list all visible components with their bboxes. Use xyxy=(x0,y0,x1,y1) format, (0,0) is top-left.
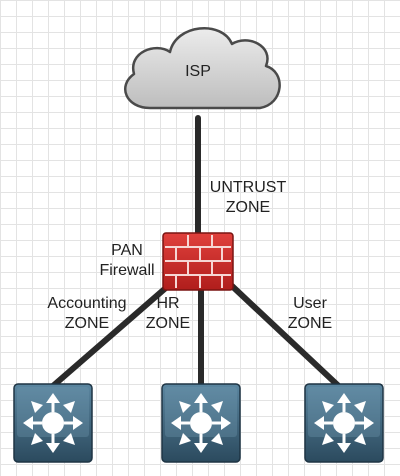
firewall-label-line1: PAN xyxy=(111,242,143,259)
firewall-label: PAN Firewall xyxy=(92,241,162,281)
link-firewall-accounting xyxy=(43,283,171,395)
firewall-label-line2: Firewall xyxy=(99,262,155,279)
accounting-zone-line2: ZONE xyxy=(64,315,110,332)
links xyxy=(43,115,348,395)
isp-label: ISP xyxy=(178,62,218,82)
link-firewall-user xyxy=(229,283,348,395)
accounting-zone-label: Accounting ZONE xyxy=(40,294,134,334)
layer3-switch-icon xyxy=(161,383,241,463)
isp-label-text: ISP xyxy=(185,63,211,80)
user-zone-line1: User xyxy=(293,295,327,312)
untrust-zone-label: UNTRUST ZONE xyxy=(200,178,296,218)
hr-zone-line2: ZONE xyxy=(145,315,191,332)
untrust-zone-line2: ZONE xyxy=(225,199,271,216)
user-zone-line2: ZONE xyxy=(287,315,333,332)
cloud-icon xyxy=(124,27,281,110)
layer3-switch-icon xyxy=(13,383,93,463)
layer3-switch-icon xyxy=(304,383,384,463)
firewall-icon xyxy=(162,232,234,291)
accounting-zone-line1: Accounting xyxy=(47,295,127,312)
user-zone-label: User ZONE xyxy=(278,294,342,334)
hr-zone-line1: HR xyxy=(156,295,180,312)
hr-zone-label: HR ZONE xyxy=(140,294,196,334)
untrust-zone-line1: UNTRUST xyxy=(209,179,287,196)
